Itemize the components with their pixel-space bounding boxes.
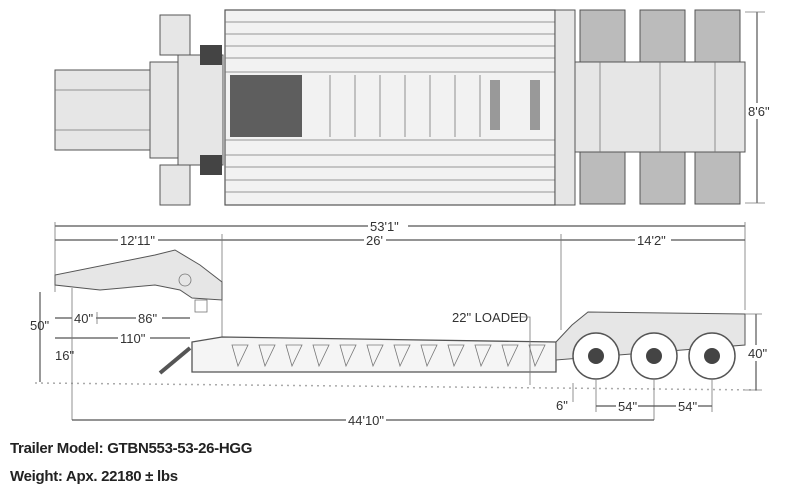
dim-40: 40" [74, 311, 93, 326]
deck-truss [501, 344, 519, 368]
deck-truss [258, 344, 276, 368]
kingpin-height-dimension: 50" [30, 318, 49, 333]
dim-110: 110" [120, 331, 146, 346]
gooseneck-top [54, 69, 166, 151]
deck-truss [339, 344, 357, 368]
overall-length-dimension: 53'1" [370, 219, 399, 234]
dim-86: 86" [138, 311, 157, 326]
rear-deck-height-dimension: 40" [748, 346, 767, 361]
deck-length-dimension: 26' [366, 233, 383, 248]
dim-16: 16" [55, 348, 74, 363]
axle-spacing-1: 54" [618, 399, 637, 414]
side-view: 53'1" 12'11" 26' 14'2" [30, 218, 772, 428]
deck-truss [447, 344, 465, 368]
rear-length-dimension: 14'2" [637, 233, 666, 248]
deck-truss [474, 344, 492, 368]
trailer-weight-label: Weight: Apx. 22180 ± lbs [10, 468, 178, 485]
deck-truss [366, 344, 384, 368]
deck-truss [285, 344, 303, 368]
top-view: 8'6" [54, 9, 774, 206]
gooseneck-side [54, 249, 223, 301]
deck-truss [231, 344, 249, 368]
deck-truss [420, 344, 438, 368]
deck-truss [312, 344, 330, 368]
deck-truss [528, 344, 546, 368]
ground-line [34, 382, 761, 391]
deck-height-loaded: 22" LOADED [452, 310, 528, 325]
width-dimension: 8'6" [748, 104, 770, 119]
axle-spacing-2: 54" [678, 399, 697, 414]
deck-truss [393, 344, 411, 368]
kingpin-to-axle-dimension: 44'10" [348, 413, 384, 428]
wheels [572, 332, 736, 380]
deck-side [191, 336, 557, 373]
ground-clearance-dimension: 6" [556, 398, 568, 413]
trailer-model-label: Trailer Model: GTBN553-53-26-HGG [10, 440, 253, 457]
gooseneck-length-dimension: 12'11" [120, 233, 155, 248]
